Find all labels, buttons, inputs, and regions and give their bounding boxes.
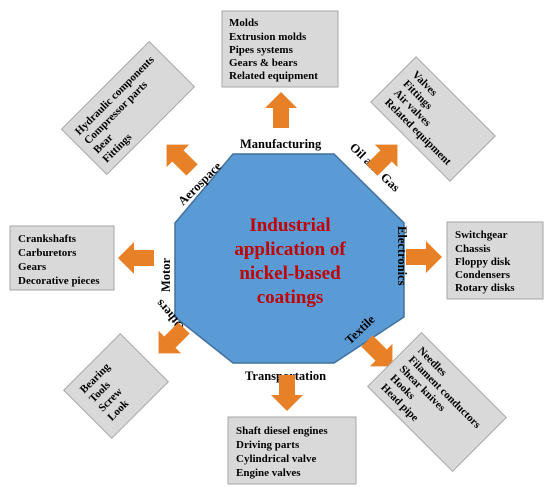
electronics-item: Condensers: [455, 269, 511, 281]
electronics-item: Rotary disks: [455, 282, 515, 294]
manufacturing-item: Pipes systems: [229, 44, 294, 56]
central-octagon: [174, 153, 405, 364]
arrow-aerospace: [166, 144, 198, 176]
arrow-motor: [118, 242, 154, 274]
motor-item: Decorative pieces: [18, 275, 100, 287]
motor-item: Crankshafts: [18, 233, 77, 245]
transportation-item: Engine valves: [236, 467, 301, 479]
transportation-item: Cylindrical valve: [236, 453, 316, 465]
central-title-line-3: nickel-based: [239, 263, 341, 284]
application-box-others: Bearing Tools Screw Look: [62, 332, 170, 440]
electronics-item: Switchgear: [455, 229, 508, 241]
electronics-item: Floppy disk: [455, 256, 511, 268]
central-title-line-4: coatings: [257, 287, 324, 308]
sector-label-motor: Motor: [159, 258, 173, 292]
arrow-others: [158, 322, 190, 354]
sector-label-electronics: Electronics: [395, 226, 409, 286]
transportation-item: Shaft diesel engines: [236, 425, 328, 437]
central-title-line-1: Industrial: [249, 215, 330, 236]
motor-item: Gears: [18, 261, 47, 273]
manufacturing-item: Molds: [229, 17, 259, 29]
application-box-electronics: Switchgear Chassis Floppy disk Condenser…: [446, 221, 544, 300]
application-box-manufacturing: Molds Extrusion molds Pipes systems Gear…: [221, 10, 339, 88]
central-title-line-2: application of: [234, 239, 346, 260]
sector-label-manufacturing: Manufacturing: [240, 137, 322, 151]
manufacturing-item: Extrusion molds: [229, 31, 307, 43]
motor-item: Carburetors: [18, 247, 77, 259]
transportation-item: Driving parts: [236, 439, 300, 451]
arrow-electronics: [406, 241, 442, 273]
manufacturing-item: Gears & bears: [229, 57, 298, 69]
central-title: Industrial application of nickel-based c…: [234, 215, 346, 308]
manufacturing-item: Related equipment: [229, 70, 318, 82]
application-box-motor: Crankshafts Carburetors Gears Decorative…: [9, 225, 115, 291]
arrow-transportation: [271, 375, 303, 411]
application-box-transportation: Shaft diesel engines Driving parts Cylin…: [227, 416, 357, 485]
electronics-item: Chassis: [455, 243, 491, 255]
arrow-manufacturing: [265, 92, 297, 128]
arrow-oil-gas: [366, 144, 398, 176]
arrow-textile: [361, 335, 393, 367]
